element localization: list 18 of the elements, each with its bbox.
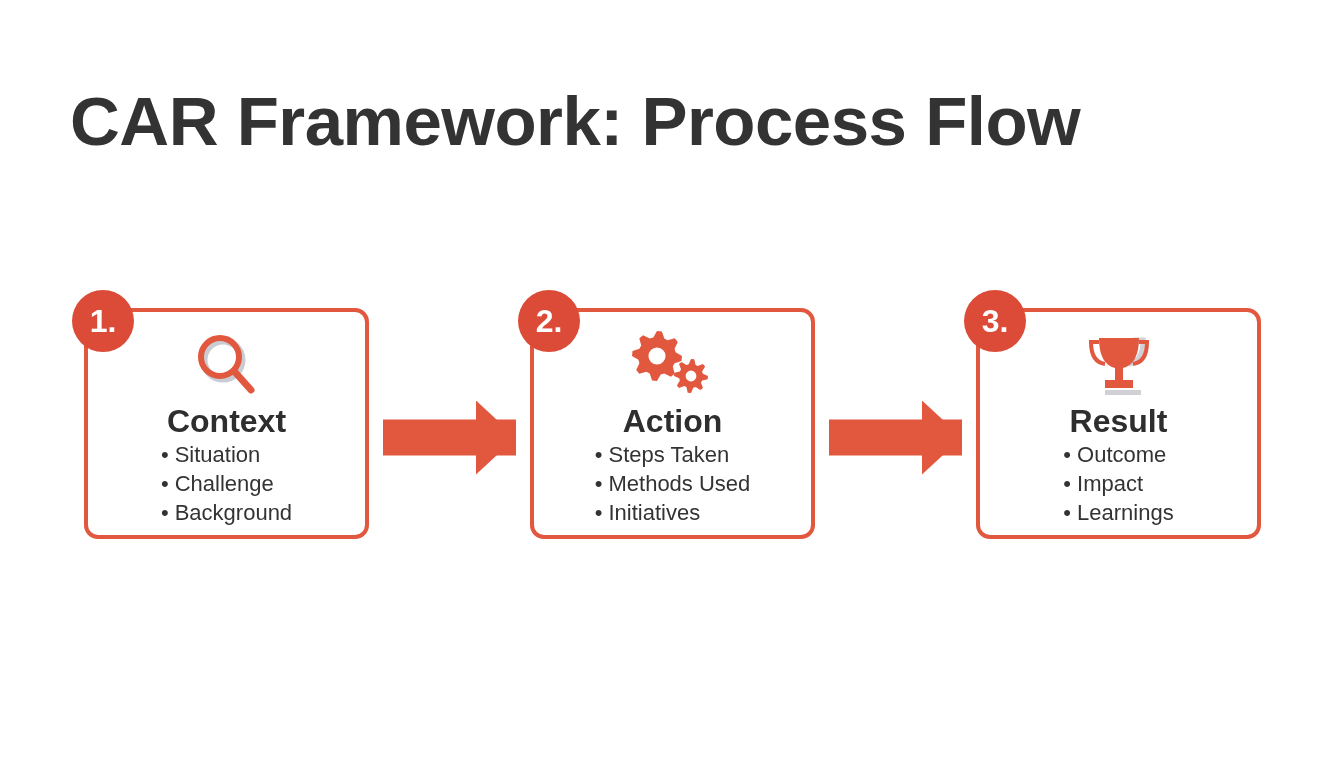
step-number: 1. (72, 290, 134, 352)
bullet-item: • Impact (1063, 470, 1145, 498)
bullet-item: • Initiatives (594, 499, 702, 527)
bullet-item: • Challenge (160, 470, 275, 498)
block-arrow (829, 400, 962, 475)
block-arrow (383, 400, 516, 475)
bullet-item: • Methods Used (594, 470, 751, 498)
step-heading: Action (622, 402, 723, 440)
bullet-item: • Learnings (1063, 499, 1174, 527)
bullet-item: • Background (160, 499, 293, 527)
step-heading: Result (1069, 402, 1168, 440)
step-heading: Context (166, 402, 287, 440)
bullet-item: • Situation (160, 441, 262, 469)
step-number: 3. (964, 290, 1026, 352)
step-number: 2. (518, 290, 580, 352)
bullet-item: • Outcome (1063, 441, 1168, 469)
bullet-item: • Steps Taken (594, 441, 731, 469)
title: CAR Framework: Process Flow (70, 82, 1081, 161)
